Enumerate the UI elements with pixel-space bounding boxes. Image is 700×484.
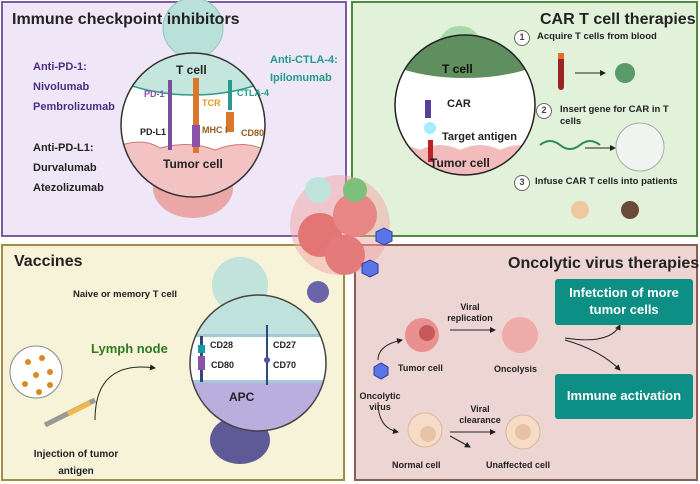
oncolysis-label: Oncolysis bbox=[494, 364, 538, 374]
car-zoom-circle bbox=[394, 26, 665, 219]
central-tumor-cluster bbox=[290, 175, 393, 303]
viral-clearance-label: Viral clearance bbox=[459, 404, 501, 426]
step-2-number: 2 bbox=[536, 103, 552, 119]
infection-box: Infetction of more tumor cells bbox=[555, 279, 693, 325]
mhc-label: MHC I bbox=[202, 125, 228, 135]
oncolytic-virus-label: Oncolytic virus bbox=[359, 391, 401, 413]
unaffected-cell-label: Unaffected cell bbox=[486, 460, 551, 470]
pdl1-label: PD-L1 bbox=[140, 127, 167, 137]
cd28-label: CD28 bbox=[210, 340, 234, 350]
durvalumab: Durvalumab bbox=[33, 162, 97, 174]
ctla4-label: CTLA-4 bbox=[237, 88, 269, 98]
pd1-label: PD-1 bbox=[144, 89, 165, 99]
checkpoint-tumor-cell-label: Tumor cell bbox=[163, 157, 223, 171]
cd27-label: CD27 bbox=[273, 340, 297, 350]
car-t-cell-label: T cell bbox=[442, 62, 473, 76]
vaccine-zoom-circle bbox=[9, 257, 327, 464]
cd80-vaccine-label: CD80 bbox=[211, 360, 235, 370]
cd80-label: CD80 bbox=[241, 128, 265, 138]
tumor-cell-label: Tumor cell bbox=[398, 363, 443, 373]
target-antigen-label: Target antigen bbox=[442, 131, 517, 143]
vaccines-title: Vaccines bbox=[14, 253, 83, 270]
step-3-text: Infuse CAR T cells into patients bbox=[535, 176, 678, 187]
step-1-number: 1 bbox=[514, 30, 530, 46]
step-1-text: Acquire T cells from blood bbox=[537, 31, 657, 42]
injection-label: Injection of tumor antigen bbox=[33, 449, 119, 477]
atezolizumab: Atezolizumab bbox=[33, 182, 104, 194]
viral-replication-label: Viral replication bbox=[447, 302, 493, 324]
step-3-number: 3 bbox=[514, 175, 530, 191]
checkpoint-t-cell-label: T cell bbox=[176, 63, 207, 77]
car-tumor-cell-label: Tumor cell bbox=[430, 156, 490, 170]
anti-pdl1-label: Anti-PD-L1: bbox=[33, 142, 94, 154]
apc-label: APC bbox=[229, 390, 255, 404]
nivolumab: Nivolumab bbox=[33, 81, 90, 93]
pembrolizumab: Pembrolizumab bbox=[33, 101, 115, 113]
step-2-text: Insert gene for CAR in T cells bbox=[560, 104, 669, 127]
normal-cell-label: Normal cell bbox=[392, 460, 441, 470]
immune-activation-box: Immune activation bbox=[555, 374, 693, 419]
lymph-node-label: Lymph node bbox=[91, 341, 168, 356]
car-title: CAR T cell therapies bbox=[540, 11, 696, 28]
ipilimumab: Ipilomumab bbox=[270, 72, 332, 84]
anti-ctla4-label: Anti-CTLA-4: bbox=[270, 54, 338, 66]
t-cell-label: Naive or memory T cell bbox=[73, 289, 178, 300]
oncolytic-title: Oncolytic virus therapies bbox=[508, 255, 700, 272]
checkpoint-title: Immune checkpoint inhibitors bbox=[12, 11, 240, 28]
anti-pd1-label: Anti-PD-1: bbox=[33, 61, 87, 73]
oncolytic-graphics bbox=[373, 317, 621, 450]
tcr-label: TCR bbox=[202, 98, 221, 108]
cd70-label: CD70 bbox=[273, 360, 297, 370]
car-label: CAR bbox=[447, 98, 471, 110]
